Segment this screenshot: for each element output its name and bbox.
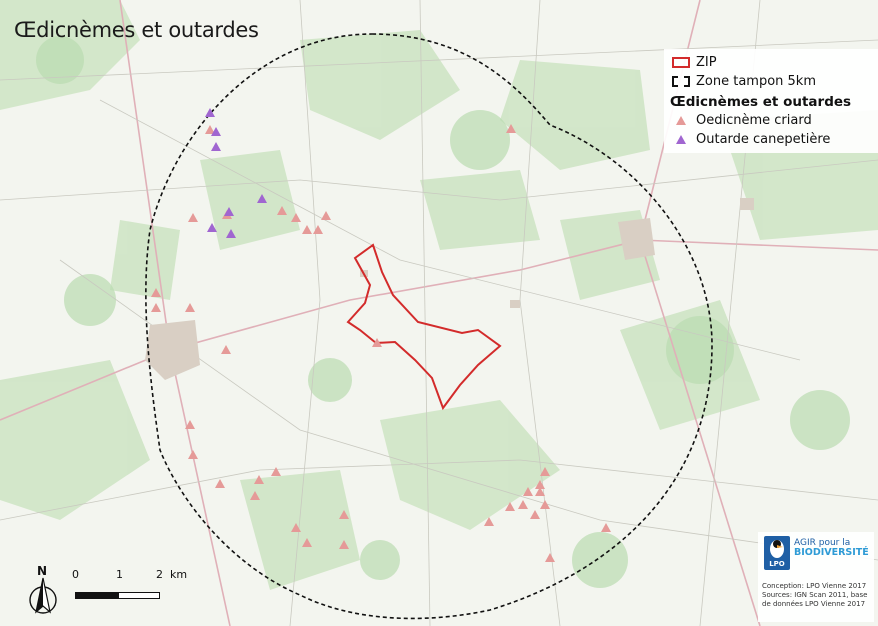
oedicneme-marker — [339, 510, 349, 519]
legend-row-oedicneme: Oedicnème criard — [670, 111, 878, 130]
credits-text: Conception: LPO Vienne 2017 Sources: IGN… — [762, 582, 872, 609]
oedicneme-marker — [250, 491, 260, 500]
agir-line-2: BIODIVERSITÉ — [794, 547, 869, 558]
outarde-marker — [224, 207, 234, 216]
agir-tagline: AGIR pour la BIODIVERSITÉ — [794, 538, 874, 558]
lpo-logo-text: LPO — [769, 560, 785, 568]
oedicneme-marker — [185, 420, 195, 429]
oedicneme-marker — [535, 480, 545, 489]
legend-label-zip: ZIP — [696, 55, 717, 70]
oedicneme-marker — [291, 213, 301, 222]
oedicneme-marker — [484, 517, 494, 526]
oedicneme-marker — [205, 125, 215, 134]
outarde-marker — [211, 142, 221, 151]
oedicneme-marker — [277, 206, 287, 215]
credits-line-2: Sources: IGN Scan 2011, base — [762, 591, 868, 599]
oedicneme-marker — [505, 502, 515, 511]
oedicneme-marker — [313, 225, 323, 234]
zip-swatch-icon — [672, 57, 690, 68]
north-label: N — [37, 564, 48, 578]
triangle-purple-icon — [676, 135, 686, 144]
oedicneme-marker — [188, 450, 198, 459]
oedicneme-marker — [254, 475, 264, 484]
oedicneme-marker — [523, 487, 533, 496]
legend-row-buffer: Zone tampon 5km — [670, 72, 878, 91]
oedicneme-marker — [372, 338, 382, 347]
scale-segment-2 — [118, 592, 160, 599]
oedicneme-marker — [291, 523, 301, 532]
oedicneme-marker — [185, 303, 195, 312]
legend-label-oedicneme: Oedicnème criard — [696, 113, 812, 128]
scale-label-2: 2 — [156, 568, 163, 581]
oedicneme-marker — [530, 510, 540, 519]
oedicneme-marker — [540, 467, 550, 476]
oedicneme-marker — [221, 345, 231, 354]
scale-segment-1 — [75, 592, 119, 599]
oedicneme-marker — [540, 500, 550, 509]
agir-line-1: AGIR pour la — [794, 538, 851, 548]
legend-label-outarde: Outarde canepetière — [696, 132, 831, 147]
scale-label-unit: km — [170, 568, 188, 581]
oedicneme-marker — [188, 213, 198, 222]
legend-row-outarde: Outarde canepetière — [670, 130, 878, 149]
credits-line-3: de données LPO Vienne 2017 — [762, 600, 866, 608]
oedicneme-marker — [545, 553, 555, 562]
oedicneme-marker — [271, 467, 281, 476]
outarde-marker — [211, 127, 221, 136]
lpo-logo: LPO — [764, 536, 790, 570]
legend: ZIP Zone tampon 5km Œdicnèmes et outarde… — [664, 49, 878, 153]
outarde-marker — [226, 229, 236, 238]
oedicneme-marker — [215, 479, 225, 488]
oedicneme-marker — [302, 538, 312, 547]
scale-bar: 0 1 2 km — [70, 568, 190, 602]
oedicneme-marker — [518, 500, 528, 509]
scale-label-0: 0 — [72, 568, 79, 581]
outarde-marker — [257, 194, 267, 203]
buffer-swatch-icon — [672, 76, 690, 87]
oedicneme-marker — [601, 523, 611, 532]
oedicneme-marker — [302, 225, 312, 234]
legend-label-buffer: Zone tampon 5km — [696, 74, 816, 89]
north-arrow: N — [26, 564, 60, 620]
legend-row-zip: ZIP — [670, 53, 878, 72]
oedicneme-marker — [535, 487, 545, 496]
scale-label-1: 1 — [116, 568, 123, 581]
credits-line-1: Conception: LPO Vienne 2017 — [762, 582, 867, 590]
oedicneme-marker — [321, 211, 331, 220]
oedicneme-marker — [151, 288, 161, 297]
map-title: Œdicnèmes et outardes — [14, 18, 259, 42]
triangle-pink-icon — [676, 116, 686, 125]
oedicneme-marker — [151, 303, 161, 312]
zip-outline — [346, 243, 502, 411]
oedicneme-marker — [506, 124, 516, 133]
outarde-marker — [207, 223, 217, 232]
credits-box: LPO AGIR pour la BIODIVERSITÉ Conception… — [758, 532, 874, 622]
oedicneme-marker — [339, 540, 349, 549]
compass-icon — [29, 577, 57, 614]
buffer-zone-outline — [145, 33, 713, 620]
legend-group-title: Œdicnèmes et outardes — [670, 93, 852, 110]
puffin-icon — [770, 540, 784, 558]
outarde-marker — [205, 108, 215, 117]
